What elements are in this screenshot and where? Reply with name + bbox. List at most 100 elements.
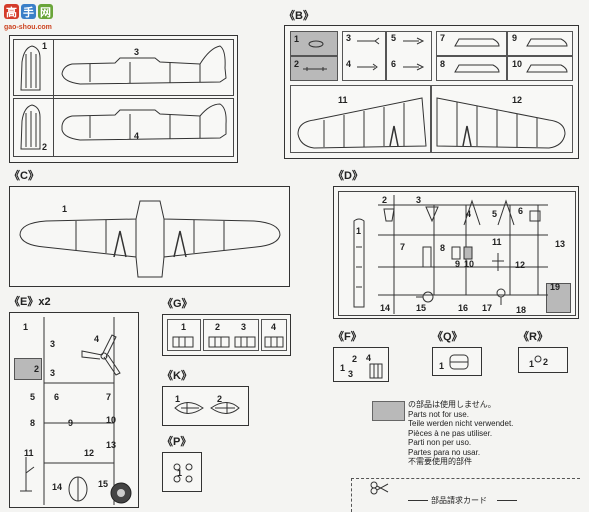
part-label: 5 bbox=[391, 33, 397, 43]
section-g-title: 《G》 bbox=[162, 298, 193, 310]
part-label: 5 bbox=[30, 392, 36, 402]
part-label: 6 bbox=[391, 59, 397, 69]
watermark-glyph: 网 bbox=[38, 4, 53, 19]
unused-parts-legend: の部品は使用しません。 Parts not for use. Teile wer… bbox=[408, 400, 513, 467]
propeller-part bbox=[81, 334, 121, 376]
part-label: 2 bbox=[352, 354, 358, 364]
part-label: 10 bbox=[464, 259, 475, 269]
small-part bbox=[492, 253, 504, 271]
part-label: 1 bbox=[23, 322, 29, 332]
part-label: 3 bbox=[348, 369, 354, 379]
order-card bbox=[351, 478, 580, 512]
part-label: 11 bbox=[492, 237, 502, 247]
small-part bbox=[403, 63, 425, 71]
fuselage-floor-part bbox=[353, 218, 365, 308]
elevator-part bbox=[526, 64, 568, 73]
part-label: 3 bbox=[50, 339, 56, 349]
part-label: 2 bbox=[382, 195, 388, 205]
runner-b-cell bbox=[386, 31, 432, 81]
runner-fuselage-lower bbox=[13, 98, 234, 157]
runner-d: 1 2 3 4 5 6 7 8 9 10 11 12 13 14 15 16 1… bbox=[333, 186, 579, 319]
small-part bbox=[422, 246, 432, 268]
small-part bbox=[496, 288, 506, 305]
rudder-right-part bbox=[20, 104, 41, 150]
part-label: 2 bbox=[217, 394, 223, 404]
engine-part bbox=[369, 363, 383, 379]
part-label: 1 bbox=[175, 394, 181, 404]
legend-line-ja: の部品は使用しません。 bbox=[408, 400, 496, 409]
section-k-title: 《K》 bbox=[162, 370, 192, 382]
part-label: 11 bbox=[338, 95, 348, 105]
part-label: 3 bbox=[241, 322, 247, 332]
part-label: 9 bbox=[455, 259, 461, 269]
canopy-part bbox=[174, 402, 240, 414]
part-label: 1 bbox=[439, 361, 445, 371]
part-label: 9 bbox=[512, 33, 518, 43]
runner-b-cell bbox=[436, 31, 507, 56]
runner-c: 1 bbox=[9, 186, 290, 287]
small-disc-part bbox=[308, 40, 324, 48]
watermark-glyph: 手 bbox=[21, 4, 36, 19]
section-d-title: 《D》 bbox=[333, 170, 363, 182]
runner-b-cell bbox=[342, 31, 386, 81]
part-label: 2 bbox=[543, 357, 549, 367]
part-label: 7 bbox=[106, 392, 112, 402]
part-label: 13 bbox=[106, 440, 117, 450]
part-label: 2 bbox=[294, 59, 300, 69]
runner-b-cell bbox=[507, 56, 573, 81]
part-label: 11 bbox=[24, 448, 34, 458]
part-label: 4 bbox=[134, 131, 140, 141]
section-r-title: 《R》 bbox=[518, 331, 548, 343]
part-label: 6 bbox=[54, 392, 60, 402]
part-label: 4 bbox=[94, 334, 100, 344]
part-label: 10 bbox=[512, 59, 523, 69]
runner-q: 1 bbox=[432, 347, 482, 376]
part-label: 2 bbox=[215, 322, 221, 332]
seat-part bbox=[383, 208, 395, 222]
part-label: 1 bbox=[529, 359, 535, 369]
part-label: 1 bbox=[181, 322, 187, 332]
bulkhead-part bbox=[425, 206, 439, 223]
part-label: 7 bbox=[440, 33, 446, 43]
legend-line-zh: 不需要使用的部件 bbox=[408, 457, 472, 466]
runner-e-part-2 bbox=[14, 358, 42, 380]
part-label: 1 bbox=[42, 41, 48, 51]
small-part bbox=[416, 291, 434, 303]
runner-b-cell bbox=[507, 31, 573, 56]
lower-wing-part bbox=[19, 200, 281, 278]
runner-b-cell bbox=[290, 85, 431, 153]
elevator-part bbox=[454, 38, 500, 47]
canopy-part bbox=[449, 354, 469, 370]
part-label: 4 bbox=[366, 353, 372, 363]
part-label: 4 bbox=[271, 322, 277, 332]
part-label: 1 bbox=[356, 226, 362, 236]
runner-f: 1 2 3 4 bbox=[333, 347, 389, 382]
unused-parts-swatch bbox=[372, 401, 405, 421]
part-label: 10 bbox=[106, 415, 117, 425]
fuselage-right-part bbox=[61, 103, 227, 141]
part-label: 15 bbox=[416, 303, 427, 313]
part-label: 4 bbox=[466, 209, 472, 219]
part-label: 12 bbox=[84, 448, 95, 458]
runner-b-cell bbox=[436, 56, 507, 81]
wheel-part bbox=[68, 476, 88, 502]
part-label: 2 bbox=[34, 364, 40, 374]
part-label: 3 bbox=[134, 47, 140, 57]
wing-upper-right-part bbox=[436, 97, 566, 149]
part-label: 18 bbox=[516, 305, 527, 315]
runner-b-cell bbox=[431, 85, 573, 153]
runner-fuselage-upper bbox=[13, 39, 234, 96]
part-label: 13 bbox=[555, 239, 566, 249]
runner-b: 1 2 3 4 5 6 7 8 9 10 11 12 bbox=[284, 25, 579, 159]
fuselage-left-part bbox=[61, 45, 227, 85]
runner-e: 1 2 3 3 4 5 6 7 8 9 10 11 12 13 14 15 bbox=[9, 312, 139, 508]
part-label: 7 bbox=[400, 242, 406, 252]
section-p-title: 《P》 bbox=[162, 436, 192, 448]
watermark-glyph: 高 bbox=[4, 4, 19, 19]
part-label: 6 bbox=[518, 206, 524, 216]
legend-line-it: Parti non per uso. bbox=[408, 438, 472, 447]
elevator-part bbox=[526, 38, 568, 47]
scissors-icon bbox=[370, 481, 389, 495]
part-label: 3 bbox=[50, 368, 56, 378]
canopy-frame-part bbox=[264, 336, 284, 348]
